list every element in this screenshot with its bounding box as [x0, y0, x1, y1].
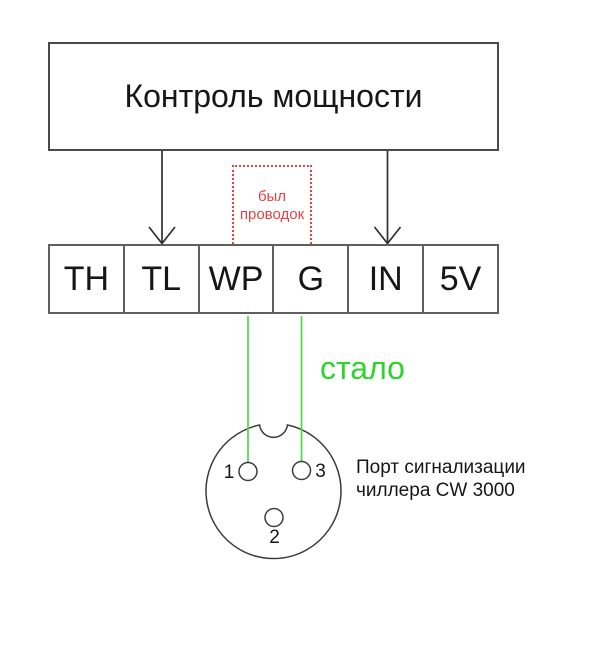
- arrow-to-terminal-in: [373, 151, 402, 245]
- connector-pin-3: [291, 460, 312, 481]
- became-label: стало: [320, 350, 405, 386]
- pin-2-label: 2: [269, 527, 280, 548]
- arrowhead-icon: [373, 226, 402, 245]
- connector-caption: Порт сигнализации чиллера CW 3000: [356, 457, 526, 501]
- terminal-cell-g: G: [272, 246, 347, 312]
- connector-pin-2: [264, 507, 284, 528]
- terminal-cell-th: TH: [50, 246, 123, 312]
- terminal-label-5v: 5V: [439, 259, 482, 298]
- terminal-label-tl: TL: [141, 259, 182, 298]
- terminal-cell-tl: TL: [122, 246, 198, 312]
- terminal-cell-in: IN: [347, 246, 422, 312]
- power-control-box: Контроль мощности: [48, 42, 499, 151]
- arrowhead-icon: [148, 226, 176, 245]
- terminal-cell-wp: WP: [197, 246, 273, 312]
- pin-1-label: 1: [224, 462, 235, 483]
- was-wire-dotted-box: был проводок: [232, 165, 312, 244]
- pin-3-label: 3: [315, 461, 326, 482]
- power-control-label: Контроль мощности: [124, 78, 423, 114]
- arrow-to-terminal-tl: [148, 151, 176, 245]
- terminal-label-g: G: [297, 259, 325, 298]
- terminal-label-th: TH: [63, 259, 110, 298]
- terminal-label-in: IN: [368, 259, 403, 298]
- terminal-label-wp: WP: [208, 259, 264, 298]
- terminal-strip: TH TL WP G IN 5V: [48, 244, 499, 314]
- connector-body-circle: [205, 424, 342, 560]
- connector-pin-1: [238, 461, 258, 482]
- terminal-cell-5v: 5V: [422, 246, 497, 312]
- was-wire-label: был проводок: [239, 187, 305, 223]
